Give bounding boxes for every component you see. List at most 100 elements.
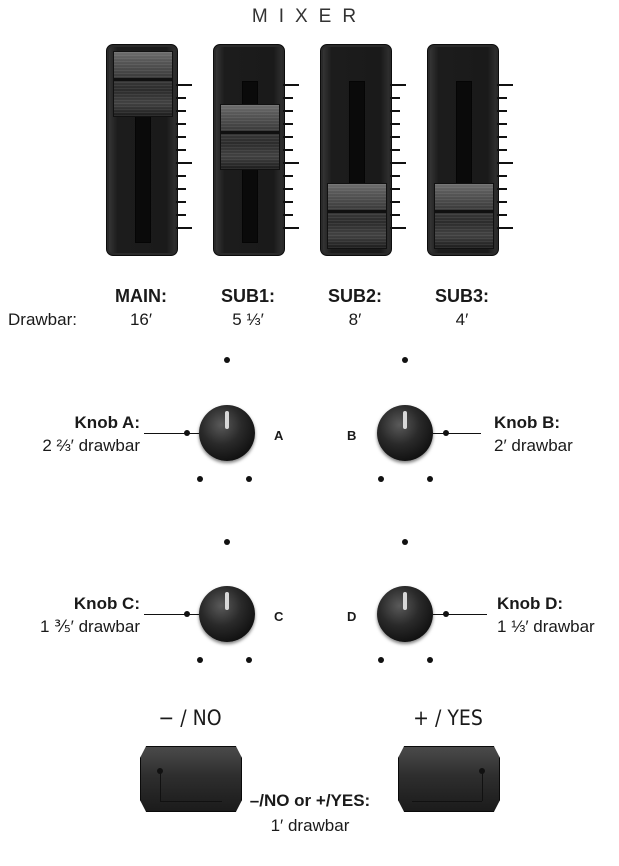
fader-sub2[interactable] [320, 44, 392, 256]
fader-label-sub2: SUB2: [327, 286, 382, 306]
knob-a-desc: 2 ⅔′ drawbar [42, 436, 140, 455]
fader-tick [497, 136, 507, 138]
fader-tick [497, 149, 507, 151]
knob-pointer [225, 411, 229, 429]
fader-tick [176, 110, 186, 112]
fader-label-sub3: SUB3: [434, 286, 489, 306]
no-button-label: − / NO [158, 706, 222, 730]
no-button-leader-vertical [160, 771, 161, 801]
fader-tick [390, 201, 400, 203]
fader-tick [497, 227, 513, 229]
fader-cap-sub2[interactable] [327, 183, 387, 249]
knob-c-leader-dot [184, 611, 190, 617]
knob-pointer [225, 592, 229, 610]
fader-tick [390, 136, 400, 138]
knob-c-dot-right [246, 657, 252, 663]
fader-tick [390, 162, 406, 164]
yes-button-leader-vertical [482, 771, 483, 801]
yes-button-label: + / YES [413, 706, 483, 730]
knob-pointer [403, 411, 407, 429]
fader-tick [497, 188, 507, 190]
knob-d-dot-top [402, 539, 408, 545]
knob-c-letter: C [274, 609, 284, 624]
knob-d-letter: D [347, 609, 357, 624]
fader-cap-sub1[interactable] [220, 103, 280, 170]
fader-tick [390, 175, 400, 177]
knob-c-dot-top [224, 539, 230, 545]
fader-tick [497, 201, 507, 203]
fader-tick [497, 110, 507, 112]
fader-tick [176, 123, 186, 125]
fader-tick [390, 149, 400, 151]
fader-tick [283, 97, 293, 99]
fader-tick [390, 84, 406, 86]
fader-cap-sub3[interactable] [434, 183, 494, 249]
knob-b-letter: B [347, 428, 357, 443]
knob-pointer [403, 592, 407, 610]
knob-b[interactable] [377, 405, 433, 461]
no-button-leader-horizontal [160, 801, 222, 802]
fader-tick [176, 136, 186, 138]
fader-sub3[interactable] [427, 44, 499, 256]
fader-tick [283, 136, 293, 138]
knob-b-leader [433, 433, 481, 434]
fader-tick [497, 84, 513, 86]
knob-a-leader-dot [184, 430, 190, 436]
fader-tick [283, 162, 299, 164]
knob-a[interactable] [199, 405, 255, 461]
fader-tick [390, 123, 400, 125]
fader-label-sub1: SUB1: [220, 286, 275, 306]
knob-a-dot-left [197, 476, 203, 482]
mixer-title: MIXER [251, 6, 368, 27]
fader-tick [390, 227, 406, 229]
fader-tick [176, 175, 186, 177]
fader-cap-main[interactable] [113, 51, 173, 117]
knob-d-leader [433, 614, 487, 615]
fader-tick [283, 149, 293, 151]
knob-d-dot-left [378, 657, 384, 663]
knob-c-desc: 1 ⅗′ drawbar [40, 617, 140, 636]
drawbar-value-sub1: 5 ⅓′ [232, 310, 264, 329]
knob-d-dot-right [427, 657, 433, 663]
drawbar-value-sub2: 8′ [348, 310, 362, 329]
fader-main[interactable] [106, 44, 178, 256]
fader-tick [390, 188, 400, 190]
fader-tick [176, 214, 186, 216]
knob-a-dot-top [224, 357, 230, 363]
knob-a-dot-right [246, 476, 252, 482]
knob-d-title: Knob D: [497, 594, 564, 613]
knob-d[interactable] [377, 586, 433, 642]
fader-tick [390, 97, 400, 99]
fader-tick [176, 188, 186, 190]
drawbar-value-sub3: 4′ [455, 310, 469, 329]
fader-tick [283, 123, 293, 125]
fader-tick [390, 110, 400, 112]
fader-tick [497, 214, 507, 216]
fader-tick [283, 201, 293, 203]
fader-sub1[interactable] [213, 44, 285, 256]
fader-tick [497, 175, 507, 177]
fader-tick [176, 84, 192, 86]
knob-c-leader [144, 614, 199, 615]
knob-b-dot-left [378, 476, 384, 482]
fader-tick [176, 227, 192, 229]
fader-tick [283, 188, 293, 190]
fader-tick [283, 84, 299, 86]
drawbar-value-main: 16′ [129, 310, 153, 329]
drawbar-caption: Drawbar: [8, 310, 77, 329]
fader-tick [497, 162, 513, 164]
knob-b-dot-right [427, 476, 433, 482]
knob-c-dot-left [197, 657, 203, 663]
fader-tick [283, 227, 299, 229]
buttons-caption-value: 1′ drawbar [270, 816, 350, 835]
knob-b-leader-dot [443, 430, 449, 436]
knob-b-title: Knob B: [494, 413, 561, 432]
fader-label-main: MAIN: [115, 286, 167, 306]
buttons-caption: –/NO or +/YES: [249, 791, 371, 810]
yes-button[interactable] [398, 746, 500, 812]
knob-c[interactable] [199, 586, 255, 642]
fader-tick [176, 162, 192, 164]
yes-button-leader-horizontal [412, 801, 482, 802]
fader-tick [176, 201, 186, 203]
knob-a-letter: A [274, 428, 284, 443]
